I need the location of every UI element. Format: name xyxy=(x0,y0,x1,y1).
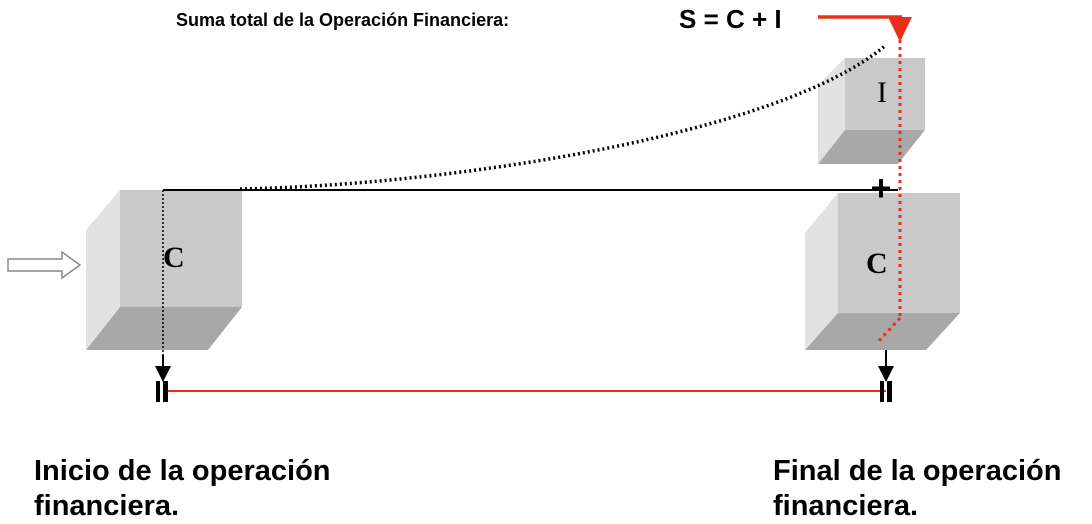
total-red-dotted-slant xyxy=(875,316,902,345)
final-capital-label: C xyxy=(866,247,888,280)
start-caption-line2: financiera. xyxy=(34,490,180,522)
initial-capital-box xyxy=(86,190,242,350)
hollow-arrow-icon xyxy=(7,250,82,280)
start-caption-line1: Inicio de la operación xyxy=(34,455,331,487)
interest-box xyxy=(818,58,925,164)
operation-sum-label: Suma total de la Operación Financiera: xyxy=(176,10,510,30)
start-caption: Inicio de la operación financiera. xyxy=(34,454,331,524)
interest-label: I xyxy=(877,76,887,109)
end-caption-line1: Final de la operación xyxy=(773,455,1062,487)
timeline-start-marker xyxy=(156,381,168,402)
initial-capital-label: C xyxy=(163,241,185,274)
end-caption: Final de la operación financiera. xyxy=(773,454,1061,524)
interest-growth-curve xyxy=(239,43,888,191)
plus-sign: + xyxy=(870,168,891,209)
sum-formula: S = C + I xyxy=(679,4,782,34)
timeline-end-marker xyxy=(880,381,892,402)
formula-red-pointer xyxy=(818,15,912,42)
end-caption-line2: financiera. xyxy=(773,490,919,522)
